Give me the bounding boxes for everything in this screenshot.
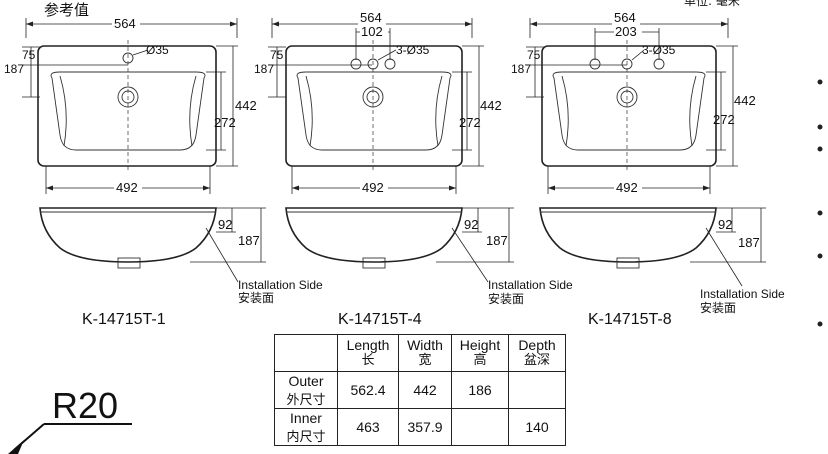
installation-label-cn: 安装面	[700, 300, 736, 315]
bullet-list	[817, 79, 823, 327]
side-total-height: 187	[738, 235, 760, 250]
dim-bottom-width: 492	[362, 180, 384, 195]
table-cell: 357.9	[398, 408, 452, 446]
table-cell: 463	[337, 408, 399, 446]
drain-outer	[616, 86, 638, 108]
table-cell: 140	[508, 408, 566, 446]
dim-left-height: 187	[254, 62, 274, 76]
dim-basin-depth: 272	[214, 115, 236, 130]
bullet	[817, 124, 823, 130]
table-cell: 186	[451, 371, 509, 409]
side-view	[39, 207, 217, 263]
basin-bowl	[296, 71, 452, 151]
dim-left-height: 187	[511, 62, 531, 76]
dim-top-width: 564	[360, 10, 382, 25]
dim-hole-spacing: 102	[361, 24, 383, 39]
diagram-k14715t-8: 564 203 75 187 3-Ø35 442 272	[511, 10, 785, 328]
basin-outline	[285, 45, 463, 167]
corner-label: R20	[52, 385, 118, 426]
tap-hole-left	[350, 58, 362, 70]
model-name: K-14715T-8	[588, 311, 672, 328]
drain-inner	[620, 90, 634, 104]
drain-outer	[362, 86, 384, 108]
side-view	[539, 207, 717, 263]
dim-depth: 442	[734, 93, 756, 108]
basin-outline	[541, 45, 717, 167]
bullet	[817, 146, 823, 152]
diagram-k14715t-4: 564 102 75 187 3-Ø35 442 272	[254, 10, 573, 328]
tap-hole-center	[367, 58, 379, 70]
drain-inner	[121, 90, 135, 104]
bullet	[817, 79, 823, 85]
side-view	[285, 207, 463, 263]
installation-label: Installation Side	[488, 278, 573, 292]
basin-bowl	[552, 71, 706, 151]
bullet	[817, 210, 823, 216]
dim-hole-offset: 75	[22, 48, 36, 62]
installation-label-cn: 安装面	[238, 290, 274, 305]
dim-basin-depth: 272	[713, 112, 735, 127]
tap-hole-center	[621, 58, 633, 70]
basin-outline	[37, 45, 217, 167]
installation-label: Installation Side	[238, 278, 323, 292]
dim-hole-spacing: 203	[615, 24, 637, 39]
table-cell: 562.4	[337, 371, 399, 409]
drain-inner	[366, 90, 380, 104]
dim-left-height: 187	[4, 62, 24, 76]
table-cell: 442	[398, 371, 452, 409]
model-name: K-14715T-1	[82, 311, 166, 328]
installation-label: Installation Side	[700, 287, 785, 301]
model-name: K-14715T-4	[338, 311, 422, 328]
dim-basin-depth: 272	[459, 115, 481, 130]
hole-label: 3-Ø35	[396, 43, 430, 57]
tap-hole-left	[589, 58, 601, 70]
side-total-height: 187	[486, 233, 508, 248]
dim-hole-offset: 75	[270, 48, 284, 62]
dim-depth: 442	[480, 98, 502, 113]
side-top-height: 92	[218, 217, 232, 232]
dim-hole-offset: 75	[527, 48, 541, 62]
bullet	[817, 321, 823, 327]
corner-radius-callout: R20	[8, 385, 132, 454]
table-cell	[508, 371, 566, 409]
bullet	[817, 253, 823, 259]
dim-top-width: 564	[614, 10, 636, 25]
side-top-height: 92	[718, 217, 732, 232]
table-cell	[451, 408, 509, 446]
unit-label: 单位: 毫米	[684, 0, 740, 8]
hole-label: 3-Ø35	[642, 43, 676, 57]
dim-bottom-width: 492	[116, 180, 138, 195]
hole-label: Ø35	[146, 43, 169, 57]
table-corner-cell	[274, 334, 338, 372]
diagram-k14715t-1: 564 75 187 Ø35 442 272	[4, 16, 323, 328]
reference-label: 参考值	[44, 1, 89, 19]
tap-hole-right	[653, 58, 665, 70]
drain-outer	[117, 86, 139, 108]
dim-bottom-width: 492	[616, 180, 638, 195]
installation-label-cn: 安装面	[488, 291, 524, 306]
basin-bowl	[50, 71, 206, 151]
tap-hole	[122, 52, 134, 64]
dim-top-width: 564	[114, 16, 136, 31]
side-total-height: 187	[238, 233, 260, 248]
dim-depth: 442	[235, 98, 257, 113]
tap-hole-right	[384, 58, 396, 70]
side-top-height: 92	[464, 217, 478, 232]
